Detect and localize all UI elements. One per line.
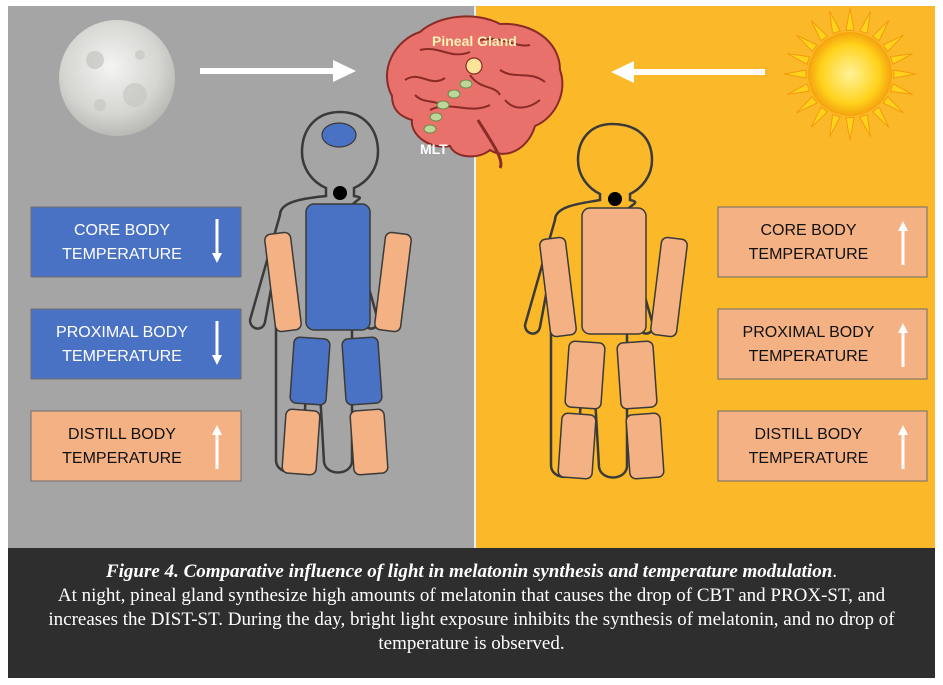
day-left-thigh <box>565 341 606 409</box>
night-head-core <box>322 123 356 147</box>
day-indicator-line2: TEMPERATURE <box>749 348 869 365</box>
day-indicator-line2: TEMPERATURE <box>749 246 869 263</box>
night-indicator-3: DISTILL BODY TEMPERATURE <box>31 411 241 481</box>
day-indicator-3: DISTILL BODY TEMPERATURE <box>718 411 927 481</box>
day-right-thigh <box>617 341 658 409</box>
night-indicator-list: CORE BODY TEMPERATURE PROXIMAL BODY TEMPERA… <box>31 207 241 481</box>
day-indicator-line2: TEMPERATURE <box>749 450 869 467</box>
pineal-gland-label: Pineal Gland <box>432 33 517 49</box>
caption-body: At night, pineal gland synthesize high a… <box>26 584 917 656</box>
night-indicator-2: PROXIMAL BODY TEMPERATURE <box>31 309 241 379</box>
night-left-shin <box>282 409 320 475</box>
mlt-label: MLT <box>420 141 448 157</box>
caption-title-line: Figure 4. Comparative influence of light… <box>26 560 917 584</box>
day-torso <box>582 208 646 334</box>
day-neck-dot <box>608 192 622 206</box>
diagram-canvas: Pineal Gland MLT CORE BODYTEMPERATUREPRO… <box>0 0 943 548</box>
caption-title: Figure 4. Comparative influence of light… <box>106 561 832 582</box>
night-right-shin <box>350 409 388 475</box>
night-left-thigh <box>290 337 331 405</box>
day-indicator-line1: CORE BODY <box>760 222 856 239</box>
day-indicator-line1: DISTILL BODY <box>755 426 863 443</box>
night-indicator-line1: DISTILL BODY <box>68 426 176 443</box>
night-indicator-1: CORE BODY TEMPERATURE <box>31 207 241 277</box>
night-indicator-line1: CORE BODY <box>74 222 170 239</box>
day-right-shin <box>626 413 664 479</box>
day-indicator-list: CORE BODY TEMPERATURE PROXIMAL BODY TEMPERA… <box>718 207 927 481</box>
figure-caption: Figure 4. Comparative influence of light… <box>8 548 935 678</box>
night-right-thigh <box>342 337 383 405</box>
day-indicator-line1: PROXIMAL BODY <box>743 324 875 341</box>
caption-title-end: . <box>832 561 837 582</box>
day-indicator-2: PROXIMAL BODY TEMPERATURE <box>718 309 927 379</box>
night-neck-dot <box>333 186 347 200</box>
night-torso <box>306 204 370 330</box>
moon-icon <box>59 20 175 136</box>
day-indicator-1: CORE BODY TEMPERATURE <box>718 207 927 277</box>
night-indicator-line1: PROXIMAL BODY <box>56 324 188 341</box>
night-indicator-line2: TEMPERATURE <box>62 450 182 467</box>
night-indicator-line2: TEMPERATURE <box>62 246 182 263</box>
night-indicator-line2: TEMPERATURE <box>62 348 182 365</box>
day-left-shin <box>558 413 596 479</box>
